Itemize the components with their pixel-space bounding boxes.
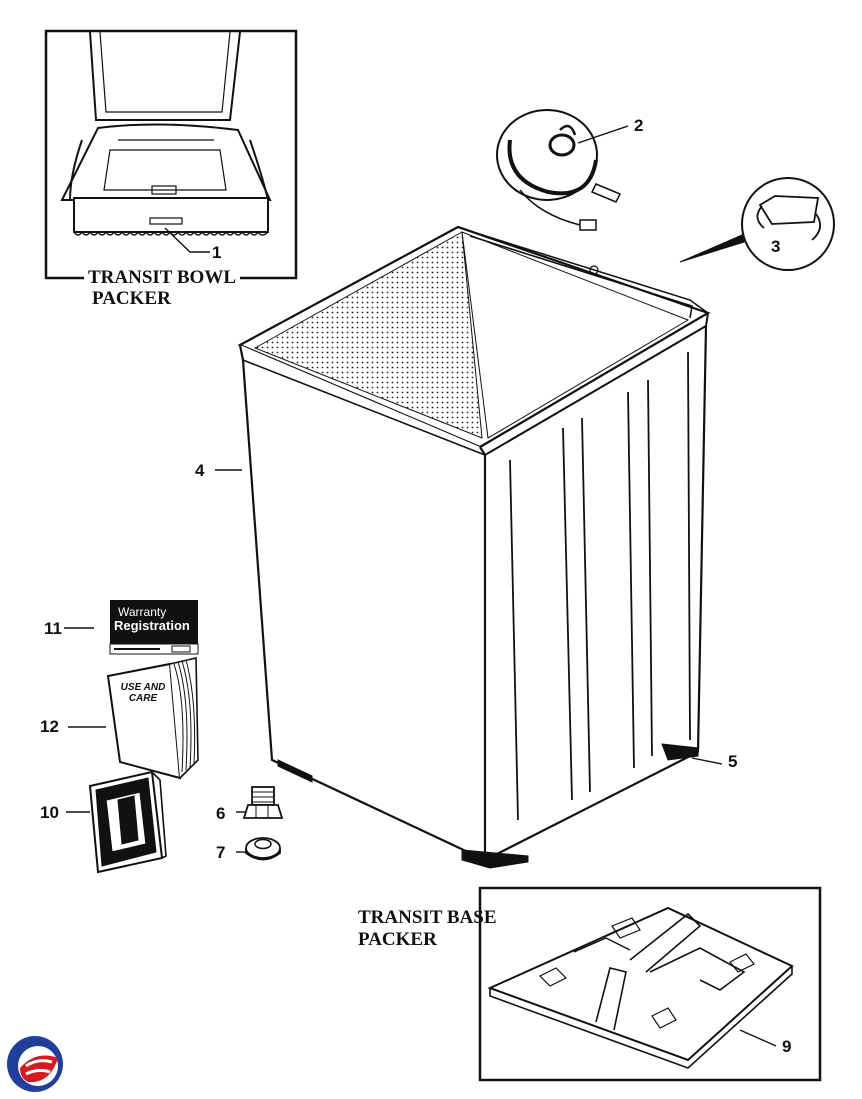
washer-part-7 — [245, 837, 281, 861]
callout-12: 12 — [40, 717, 59, 736]
hose-part-2 — [496, 109, 629, 231]
callout-3: 3 — [771, 237, 781, 256]
base-packer-caption-line2: PACKER — [358, 929, 437, 950]
callout-7: 7 — [216, 843, 226, 862]
transit-bowl-packer-inset — [44, 29, 298, 280]
bowl-packer-caption-line2: PACKER — [92, 288, 171, 309]
bowl-packer-caption-line1: TRANSIT BOWL — [84, 268, 241, 288]
callout-5: 5 — [728, 752, 738, 771]
cabinet-part-4 — [237, 225, 711, 869]
callout-1: 1 — [212, 243, 222, 262]
callout-6: 6 — [216, 804, 226, 823]
use-care-line1: USE AND — [120, 682, 166, 693]
warranty-title-line2: Registration — [114, 618, 190, 633]
callout-9: 9 — [782, 1037, 792, 1056]
warranty-card-part-11 — [109, 600, 199, 655]
callout-10: 10 — [40, 803, 59, 822]
callout-4: 4 — [195, 461, 205, 480]
callout-11: 11 — [44, 619, 62, 638]
warranty-title-line1: Warranty — [118, 605, 167, 619]
parts-bag-part-10 — [88, 770, 167, 874]
transit-base-packer-inset — [478, 886, 822, 1082]
clip-part-3 — [679, 177, 835, 271]
base-packer-caption-line1: TRANSIT BASE — [358, 907, 497, 928]
callout-2: 2 — [634, 116, 644, 135]
brand-logo — [7, 1036, 63, 1092]
booklet-part-12 — [106, 656, 199, 780]
use-care-line2: CARE — [128, 693, 158, 704]
plug-part-6 — [242, 786, 284, 819]
